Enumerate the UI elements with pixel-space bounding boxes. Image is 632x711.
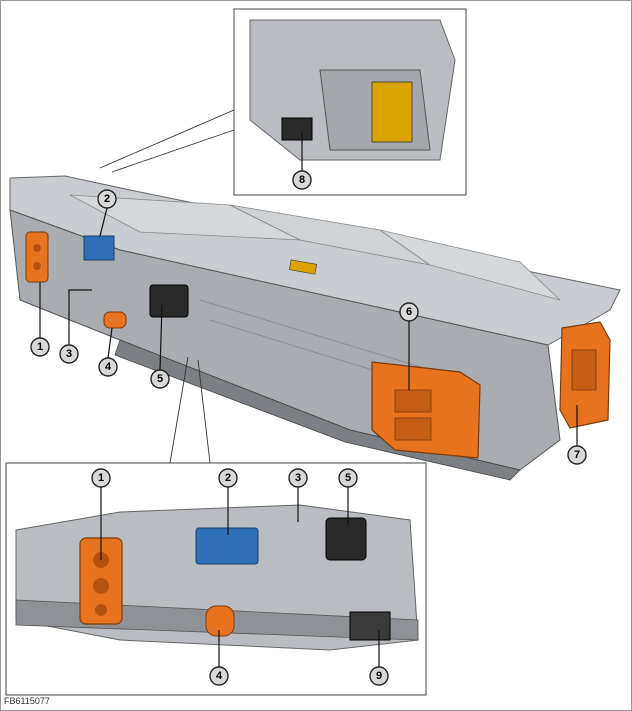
callout-bottom-1: 1 <box>91 468 111 560</box>
callout-label: 5 <box>345 472 351 484</box>
callout-label: 7 <box>574 449 580 461</box>
callout-label: 9 <box>376 670 382 682</box>
top-inset <box>99 8 467 196</box>
callout-label: 8 <box>299 174 305 186</box>
callout-bottom-2: 2 <box>218 468 238 535</box>
callout-main-6: 6 <box>399 302 419 390</box>
figure-id: FB6115077 <box>4 696 50 706</box>
callout-main-2: 2 <box>97 189 117 237</box>
callout-label: 5 <box>157 373 163 385</box>
callout-main-7: 7 <box>567 405 587 465</box>
callout-label: 3 <box>66 348 72 360</box>
callout-label: 6 <box>406 306 412 318</box>
callout-label: 1 <box>98 472 104 484</box>
callout-bottom-9: 9 <box>369 630 389 686</box>
callout-label: 4 <box>216 670 223 682</box>
callout-main-4: 4 <box>98 327 118 377</box>
main-unit-illustration <box>9 175 621 481</box>
callout-label: 2 <box>225 472 231 484</box>
bottom-inset <box>5 356 427 696</box>
callout-bottom-5: 5 <box>338 468 358 525</box>
callout-top-8: 8 <box>292 132 312 190</box>
callout-main-3: 3 <box>59 289 92 364</box>
callout-label: 1 <box>37 341 43 353</box>
callout-label: 2 <box>104 193 110 205</box>
callout-main-5: 5 <box>150 304 170 389</box>
callout-label: 3 <box>295 472 301 484</box>
callout-bottom-3: 3 <box>288 468 308 522</box>
callout-main-1: 1 <box>30 282 50 357</box>
callout-bottom-4: 4 <box>209 630 229 686</box>
callout-label: 4 <box>105 361 112 373</box>
